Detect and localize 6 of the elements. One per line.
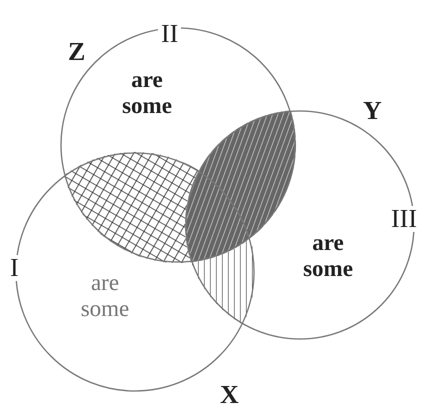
region-text: are some — [121, 67, 173, 120]
set-letter: Y — [363, 98, 382, 124]
set-letter: Z — [68, 39, 86, 65]
region-text: are some — [302, 230, 354, 283]
set-letter: X — [220, 382, 239, 407]
region-text: are some — [80, 270, 130, 323]
